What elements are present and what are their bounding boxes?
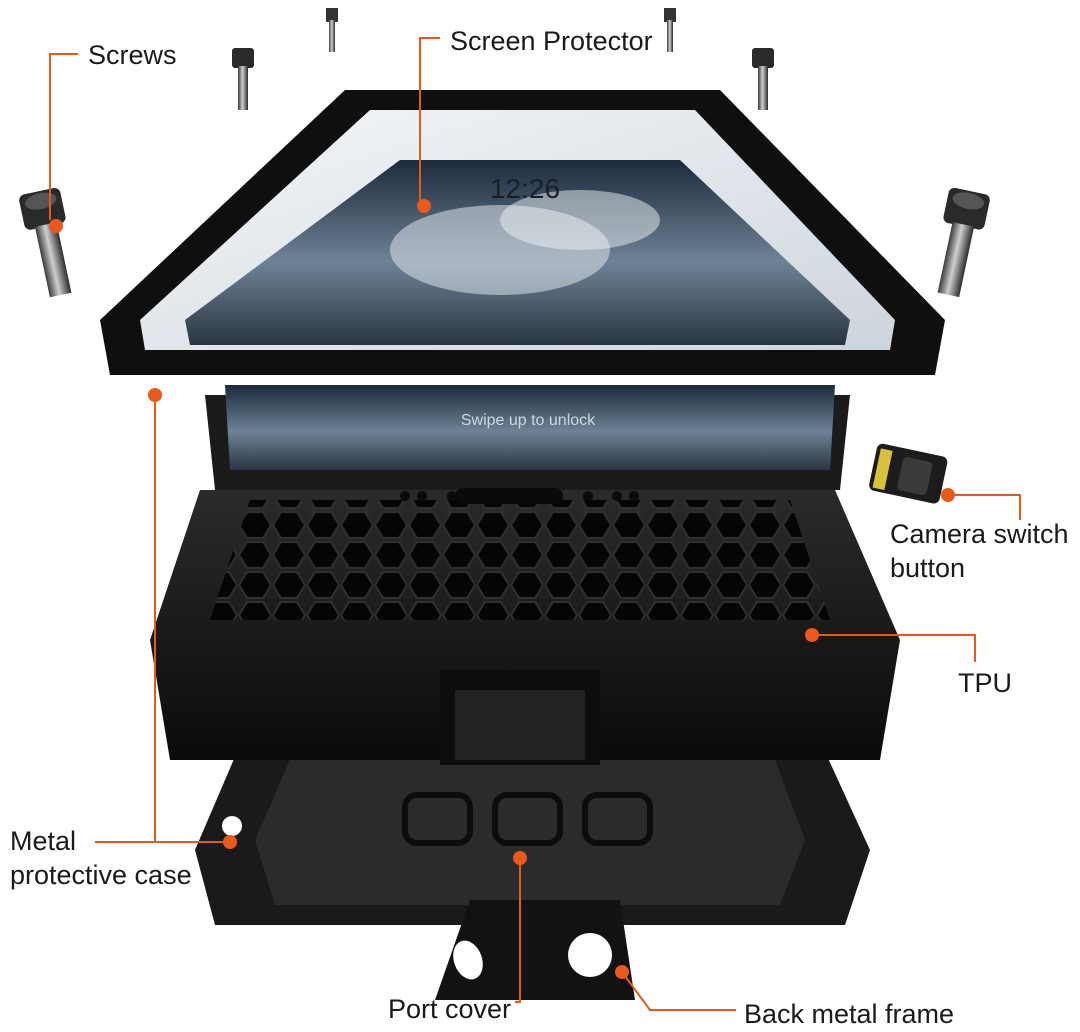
- screw-top-left: [326, 8, 338, 52]
- callout-dot-screen-protector: [417, 199, 431, 213]
- screw-left-upper: [232, 48, 254, 110]
- screw-right-upper: [752, 48, 774, 110]
- tpu-layer: [150, 490, 900, 765]
- metal-bezel-frame: 12:26: [100, 90, 945, 375]
- callout-dot-port-cover: [513, 851, 527, 865]
- label-screen-protector: Screen Protector: [450, 24, 653, 58]
- callout-dot-metal-case-2: [223, 835, 237, 849]
- callout-dots: [49, 199, 955, 979]
- label-screen-protector-text: Screen Protector: [450, 26, 653, 56]
- callout-line-camera: [948, 494, 1021, 520]
- port-cover: [435, 900, 635, 1000]
- callout-line-screws: [49, 53, 78, 220]
- callout-dot-camera: [941, 488, 955, 502]
- label-camera-switch-line1: Camera switch: [890, 519, 1069, 549]
- label-screws-text: Screws: [88, 40, 177, 70]
- callout-dot-screws: [49, 219, 63, 233]
- lock-hint-text: Swipe up to unlock: [461, 412, 596, 429]
- phone-clock-text: 12:26: [490, 173, 560, 204]
- label-metal-case: Metal protective case: [10, 824, 192, 892]
- callout-line-screen-protector: [419, 37, 440, 205]
- label-tpu: TPU: [958, 666, 1012, 700]
- callout-line-port: [515, 858, 521, 1003]
- label-metal-case-line1: Metal: [10, 826, 77, 856]
- label-back-frame-text: Back metal frame: [744, 999, 955, 1029]
- label-metal-case-line2: protective case: [10, 860, 192, 890]
- callout-line-back: [621, 971, 736, 1011]
- label-port-cover-text: Port cover: [388, 994, 512, 1024]
- back-metal-frame: [195, 745, 870, 925]
- callout-dot-back-frame: [615, 965, 629, 979]
- callout-line-tpu: [815, 634, 976, 662]
- label-port-cover: Port cover: [388, 992, 511, 1026]
- callout-lines: [49, 37, 1021, 1011]
- screws-group: [19, 8, 990, 298]
- back-frame-slots: [402, 792, 653, 846]
- camera-switch-button: [869, 443, 948, 504]
- label-screws: Screws: [88, 38, 177, 72]
- label-camera-switch: Camera switch button: [890, 517, 1069, 585]
- screw-right-large: [937, 187, 990, 298]
- label-back-frame: Back metal frame: [744, 997, 954, 1031]
- screw-top-right: [664, 8, 676, 52]
- callout-line-metal: [95, 395, 156, 843]
- label-camera-switch-line2: button: [890, 553, 966, 583]
- phone-body: Swipe up to unlock: [205, 385, 850, 504]
- label-tpu-text: TPU: [958, 668, 1012, 698]
- callout-dot-tpu: [805, 628, 819, 642]
- screw-left-large: [19, 188, 72, 298]
- callout-dot-metal-case: [148, 388, 162, 402]
